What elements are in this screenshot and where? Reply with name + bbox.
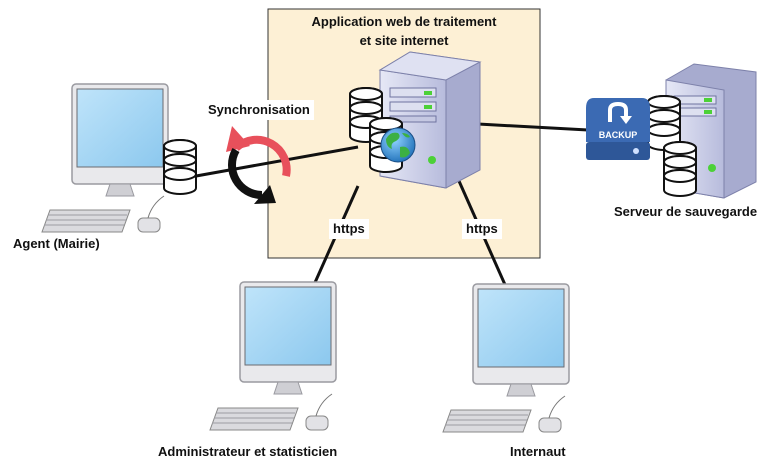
internaut-computer-icon [442,283,570,433]
internaut-label: Internaut [510,444,566,459]
app-title: Application web de traitement et site in… [268,12,540,50]
app-title-line2: et site internet [359,33,449,48]
globe-icon [380,127,416,163]
admin-label: Administrateur et statisticien [158,444,338,459]
web-server-icon [378,51,482,189]
admin-computer-icon [209,281,337,431]
https-label-right: https [462,219,502,239]
backup-badge-icon: BACKUP [586,98,650,160]
agent-label: Agent (Mairie) [13,236,100,251]
https-label-left: https [329,219,369,239]
agent-database-icon [163,139,197,195]
sync-icon [226,126,291,204]
agent-computer-icon [41,83,169,233]
sync-label: Synchronisation [204,100,314,120]
app-title-line1: Application web de traitement [311,14,497,29]
backup-server-label: Serveur de sauvegarde [614,204,758,219]
backup-badge-text: BACKUP [599,130,638,140]
